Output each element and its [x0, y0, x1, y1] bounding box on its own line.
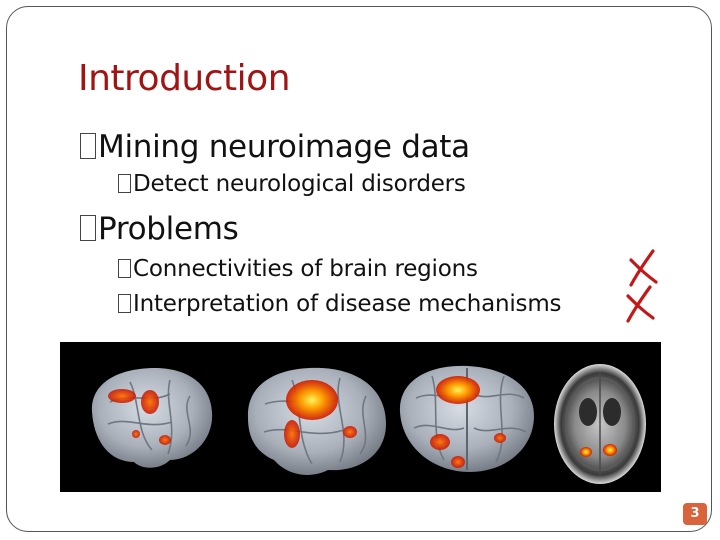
- square-bullet-icon: [118, 294, 131, 313]
- square-bullet-icon: [118, 259, 131, 278]
- square-bullet-icon: [80, 215, 96, 241]
- slide-frame: [6, 6, 712, 532]
- bullet-text: Connectivities of brain regions: [133, 256, 478, 282]
- square-bullet-icon: [80, 133, 96, 159]
- bullet-text: Detect neurological disorders: [133, 171, 466, 197]
- red-cross-icon: [626, 285, 655, 323]
- brain-scan-illustration: [91, 364, 646, 484]
- bullet-text: Interpretation of disease mechanisms: [133, 291, 562, 317]
- brain-left-lateral: [91, 368, 213, 468]
- bullet-mining: Mining neuroimage data: [80, 129, 470, 165]
- page-number-badge: 3: [683, 503, 707, 525]
- bullet-text: Problems: [98, 211, 239, 247]
- square-bullet-icon: [118, 174, 131, 193]
- bullet-detect: Detect neurological disorders: [118, 171, 466, 197]
- brain-right-lateral: [247, 367, 386, 475]
- bullet-connectivities: Connectivities of brain regions: [118, 256, 478, 282]
- brain-axial-slice: [554, 364, 646, 484]
- bullet-text: Mining neuroimage data: [98, 129, 470, 165]
- bullet-interpretation: Interpretation of disease mechanisms: [118, 291, 562, 317]
- brain-activation-image: [60, 342, 661, 492]
- red-cross-icon: [629, 249, 658, 287]
- brain-posterior-view: [399, 365, 534, 472]
- slide-title: Introduction: [78, 58, 291, 99]
- bullet-problems: Problems: [80, 211, 239, 247]
